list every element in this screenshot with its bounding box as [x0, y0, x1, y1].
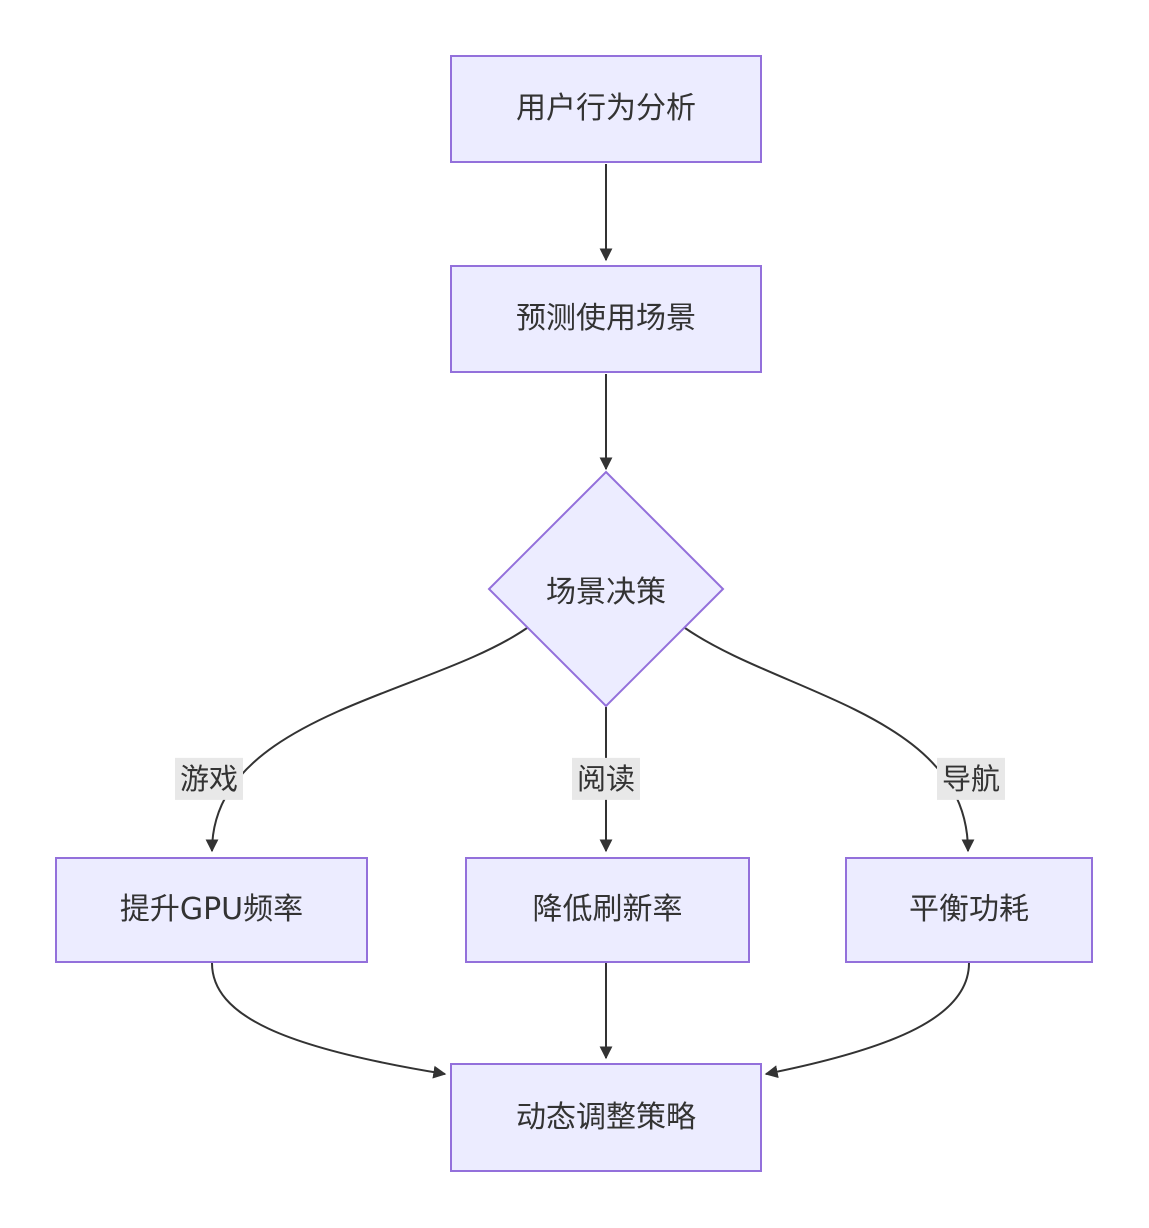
edge-decision-to-boost-gpu: [205, 627, 528, 853]
decision-diamond-shape: [487, 470, 725, 708]
node-scene-decision-label: 场景决策: [546, 575, 666, 610]
node-scene-decision: 场景决策: [489, 472, 723, 706]
node-dynamic-strategy-label: 动态调整策略: [516, 1099, 696, 1135]
edge-label-game: 游戏: [174, 757, 244, 801]
node-dynamic-strategy: 动态调整策略: [450, 1063, 762, 1172]
node-lower-refresh: 降低刷新率: [465, 857, 750, 963]
node-boost-gpu-label: 提升GPU频率: [119, 892, 304, 927]
node-user-behavior-label: 用户行为分析: [516, 91, 696, 126]
node-boost-gpu: 提升GPU频率: [55, 857, 368, 963]
edge-boost-gpu-to-strategy: [211, 962, 447, 1079]
node-user-behavior: 用户行为分析: [450, 55, 762, 163]
edge-label-navigation: 导航: [936, 757, 1006, 801]
edge-balance-power-to-strategy: [764, 962, 970, 1079]
node-balance-power-label: 平衡功耗: [909, 892, 1029, 927]
edge-decision-to-balance-power: [684, 627, 975, 853]
node-lower-refresh-label: 降低刷新率: [532, 892, 683, 927]
node-predict-scene-label: 预测使用场景: [516, 301, 696, 336]
node-predict-scene: 预测使用场景: [450, 265, 762, 373]
node-balance-power: 平衡功耗: [845, 857, 1093, 963]
edge-label-reading: 阅读: [571, 757, 641, 801]
